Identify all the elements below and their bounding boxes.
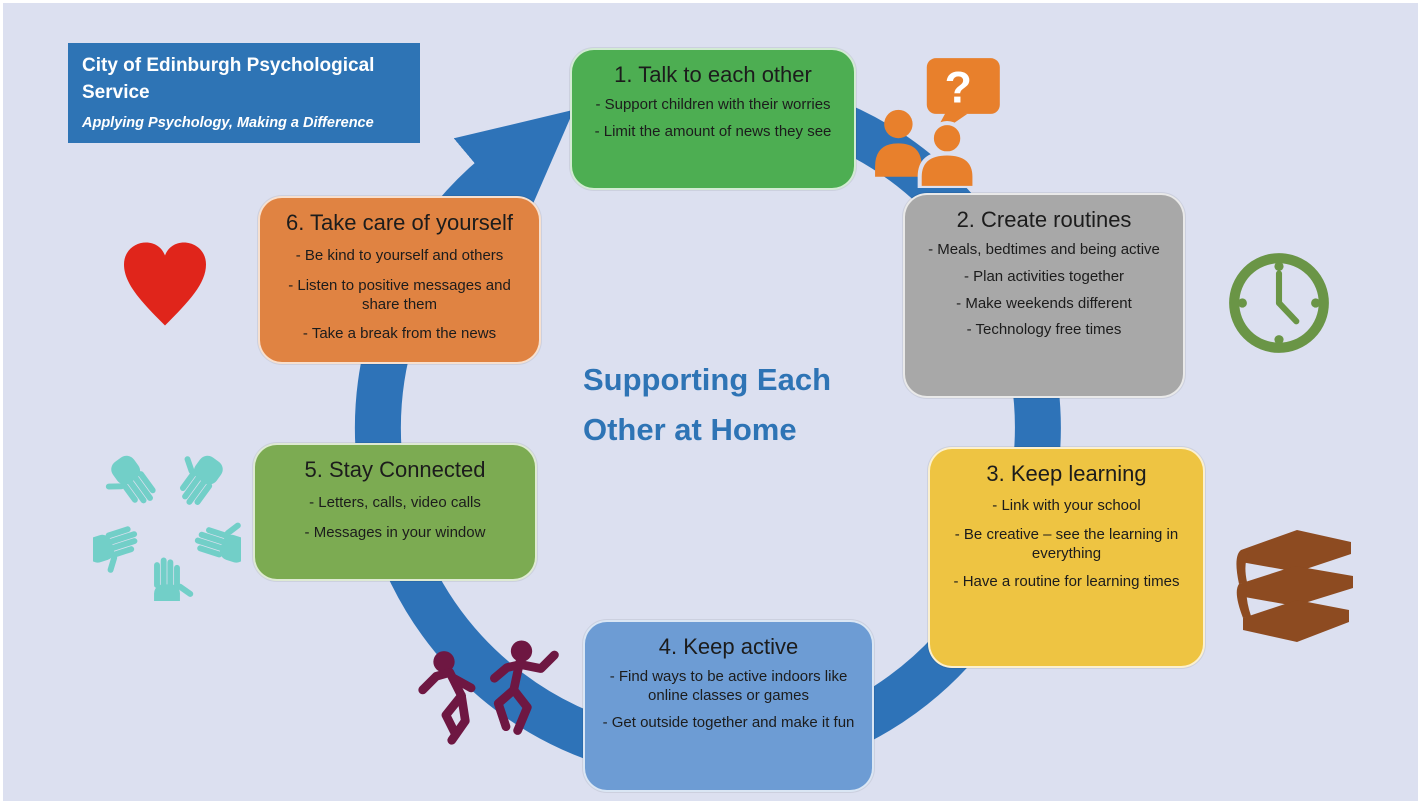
step-title: 6. Take care of yourself: [285, 210, 514, 235]
step-bullet: - Get outside together and make it fun: [602, 713, 855, 731]
step-title: 1. Talk to each other: [614, 62, 812, 87]
step-bullet: - Take a break from the news: [302, 325, 497, 343]
step-bullet: - Be kind to yourself and others: [295, 247, 504, 264]
step-bullet: - Limit the amount of news they see: [594, 122, 832, 140]
page-title-line2: Other at Home: [583, 412, 797, 448]
step-bullet: - Listen to positive messages and share …: [288, 276, 511, 313]
hands-icon: [93, 453, 241, 601]
people-question-icon: ?: [875, 58, 1000, 188]
heart-icon: [124, 242, 206, 326]
page-title: Supporting Each Other at Home: [583, 355, 903, 455]
step-bullet: - Plan activities together: [963, 267, 1125, 285]
step-title: 3. Keep learning: [986, 461, 1147, 486]
step-box-1-talk: 1. Talk to each other - Support children…: [570, 48, 856, 190]
step-bullet: - Find ways to be active indoors like on…: [609, 668, 848, 704]
step-bullet: - Messages in your window: [304, 523, 486, 541]
step-bullet: - Letters, calls, video calls: [309, 494, 481, 511]
step-bullet: - Be creative – see the learning in ever…: [954, 525, 1179, 562]
step-box-2-routines: 2. Create routines - Meals, bedtimes and…: [903, 193, 1185, 398]
step-title: 4. Keep active: [658, 634, 799, 659]
question-mark: ?: [945, 64, 972, 113]
books-icon: [1236, 530, 1353, 642]
clock-icon: [1229, 253, 1329, 353]
page-title-line1: Supporting Each: [583, 362, 831, 397]
org-tagline: Applying Psychology, Making a Difference: [82, 115, 374, 132]
org-title: City of Edinburgh Psychological Service: [82, 55, 375, 103]
step-box-3-learning: 3. Keep learning - Link with your school…: [928, 447, 1205, 668]
step-bullet: - Meals, bedtimes and being active: [928, 241, 1160, 258]
step-bullet: - Technology free times: [966, 321, 1122, 339]
org-header: City of Edinburgh Psychological Service …: [68, 43, 420, 144]
step-box-4-active: 4. Keep active - Find ways to be active …: [583, 620, 874, 792]
step-box-5-connected: 5. Stay Connected - Letters, calls, vide…: [253, 443, 537, 581]
step-title: 2. Create routines: [956, 207, 1132, 232]
dancers-icon: [418, 640, 559, 745]
step-box-6-selfcare: 6. Take care of yourself - Be kind to yo…: [258, 196, 541, 364]
step-title: 5. Stay Connected: [304, 457, 486, 482]
step-bullet: - Have a routine for learning times: [953, 573, 1180, 591]
step-bullet: - Link with your school: [992, 497, 1141, 514]
step-bullet: - Support children with their worries: [595, 96, 831, 113]
step-bullet: - Make weekends different: [956, 294, 1132, 312]
